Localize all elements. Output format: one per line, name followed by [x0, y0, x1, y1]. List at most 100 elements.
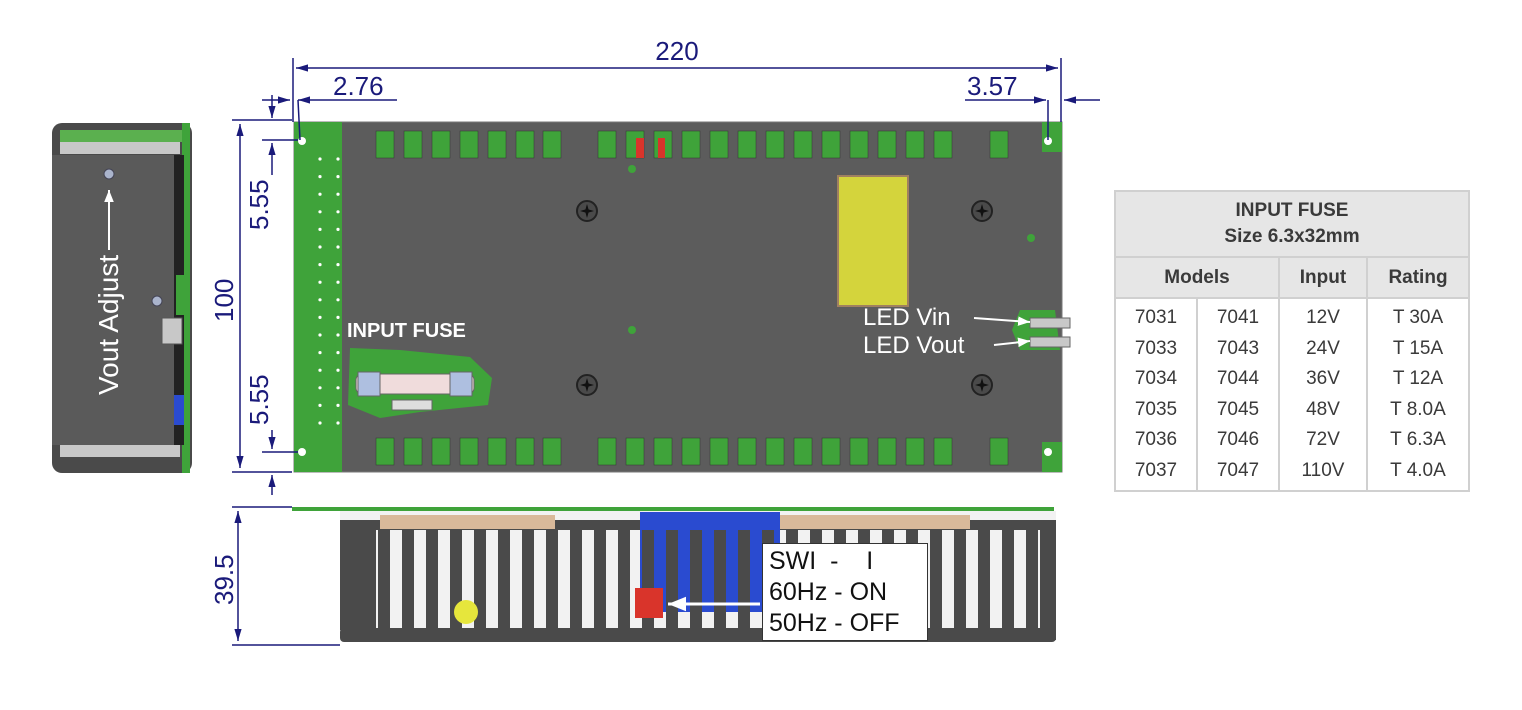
terminal-dot: [318, 403, 322, 407]
front-vent-bar: [426, 530, 438, 630]
vent-slot: [765, 437, 785, 466]
terminal-dot: [318, 210, 322, 214]
terminal-dot: [318, 315, 322, 319]
side-view: Vout Adjust: [52, 123, 192, 473]
vent-slot: [487, 437, 507, 466]
chassis-top: [293, 121, 1063, 473]
terminal-dot: [336, 421, 340, 425]
vent-slot: [737, 130, 757, 159]
mount-hole-bl: [298, 448, 306, 456]
vent-slot: [459, 130, 479, 159]
vent-slot: [989, 437, 1009, 466]
dim-right-hole-offset: 3.57: [967, 71, 1018, 101]
vent-slot: [989, 130, 1009, 159]
cell-rating: T 6.3A: [1366, 425, 1470, 456]
front-vent-bar: [594, 530, 606, 630]
cell-input: 24V: [1278, 333, 1368, 364]
dim-overall-depth: 100: [209, 279, 239, 322]
vout-adjust-pot-icon: [103, 168, 115, 180]
terminal-dot: [318, 263, 322, 267]
front-vent-bar: [474, 530, 486, 630]
front-vent-bar: [714, 530, 726, 630]
vent-slot: [793, 437, 813, 466]
vent-slot: [681, 130, 701, 159]
terminal-dot: [336, 403, 340, 407]
screw-icon: [971, 200, 993, 222]
dimension-lines: [232, 58, 1100, 646]
cell-model-b: 7047: [1196, 455, 1280, 492]
vent-slot: [459, 437, 479, 466]
cell-rating: T 30A: [1366, 298, 1470, 334]
fuse-table-subtitle: Size 6.3x32mm: [1224, 226, 1360, 247]
vent-slot: [877, 437, 897, 466]
vent-slot: [737, 437, 757, 466]
terminal-dot: [318, 298, 322, 302]
vent-slots-top: [375, 130, 1009, 159]
terminal-dot: [318, 386, 322, 390]
cell-model-b: 7045: [1196, 394, 1280, 425]
vent-slot: [821, 437, 841, 466]
col-header-models: Models: [1114, 256, 1280, 299]
terminal-dot: [336, 157, 340, 161]
terminal-dot: [318, 351, 322, 355]
cell-model-b: 7041: [1196, 298, 1280, 334]
vent-slot: [765, 130, 785, 159]
front-vent-bar: [978, 530, 990, 630]
cell-input: 36V: [1278, 364, 1368, 395]
front-vent-bar: [1026, 530, 1038, 630]
dim-left-hole-offset: 2.76: [333, 71, 384, 101]
led-vin: [1029, 317, 1071, 329]
screw-icon: [971, 374, 993, 396]
mount-hole-br: [1044, 448, 1052, 456]
vent-slot: [515, 437, 535, 466]
terminal-dot: [336, 227, 340, 231]
terminal-dot: [336, 386, 340, 390]
screw-icon: [151, 295, 163, 307]
terminal-dot: [318, 175, 322, 179]
vent-slot: [905, 437, 925, 466]
fuse-table-title-text: INPUT FUSE: [1235, 200, 1349, 221]
switch-note-line: 50Hz - OFF: [769, 609, 900, 637]
vent-slot: [487, 130, 507, 159]
terminal-dot: [318, 280, 322, 284]
switch-note-line: SWI - I: [769, 547, 874, 575]
cell-rating: T 15A: [1366, 333, 1470, 364]
terminal-dot: [318, 157, 322, 161]
pcb-edge-left: [294, 122, 342, 472]
terminal-dot: [336, 192, 340, 196]
terminal-dot: [318, 333, 322, 337]
cell-model-a: 7037: [1114, 455, 1198, 492]
vent-slot: [905, 130, 925, 159]
cell-rating: T 12A: [1366, 364, 1470, 395]
led-vin-label: LED Vin: [863, 304, 951, 331]
vent-slot: [681, 437, 701, 466]
switch-note: SWI - I 60Hz - ON 50Hz - OFF: [762, 543, 928, 641]
vent-slot: [933, 130, 953, 159]
cell-model-a: 7033: [1114, 333, 1198, 364]
cell-input: 12V: [1278, 298, 1368, 334]
vent-slot: [597, 130, 617, 159]
front-vent-bar: [690, 530, 702, 630]
terminal-dot: [336, 280, 340, 284]
vent-slot: [431, 437, 451, 466]
col-header-input: Input: [1278, 256, 1368, 299]
frequency-switch: [635, 588, 663, 618]
terminal-dot: [336, 210, 340, 214]
front-side-wall: [340, 530, 376, 630]
cell-input: 48V: [1278, 394, 1368, 425]
input-fuse-label: INPUT FUSE: [347, 320, 466, 342]
dim-top-hole-offset: 5.55: [244, 179, 274, 230]
front-side-wall: [1040, 520, 1056, 640]
terminal-dot: [318, 421, 322, 425]
terminal-dot: [336, 333, 340, 337]
vent-slots-bottom: [375, 437, 1009, 466]
cell-model-b: 7046: [1196, 425, 1280, 456]
terminal-dots: [318, 157, 340, 425]
vent-slot: [849, 130, 869, 159]
screw-icon: [576, 200, 598, 222]
led-vout: [1029, 336, 1071, 348]
